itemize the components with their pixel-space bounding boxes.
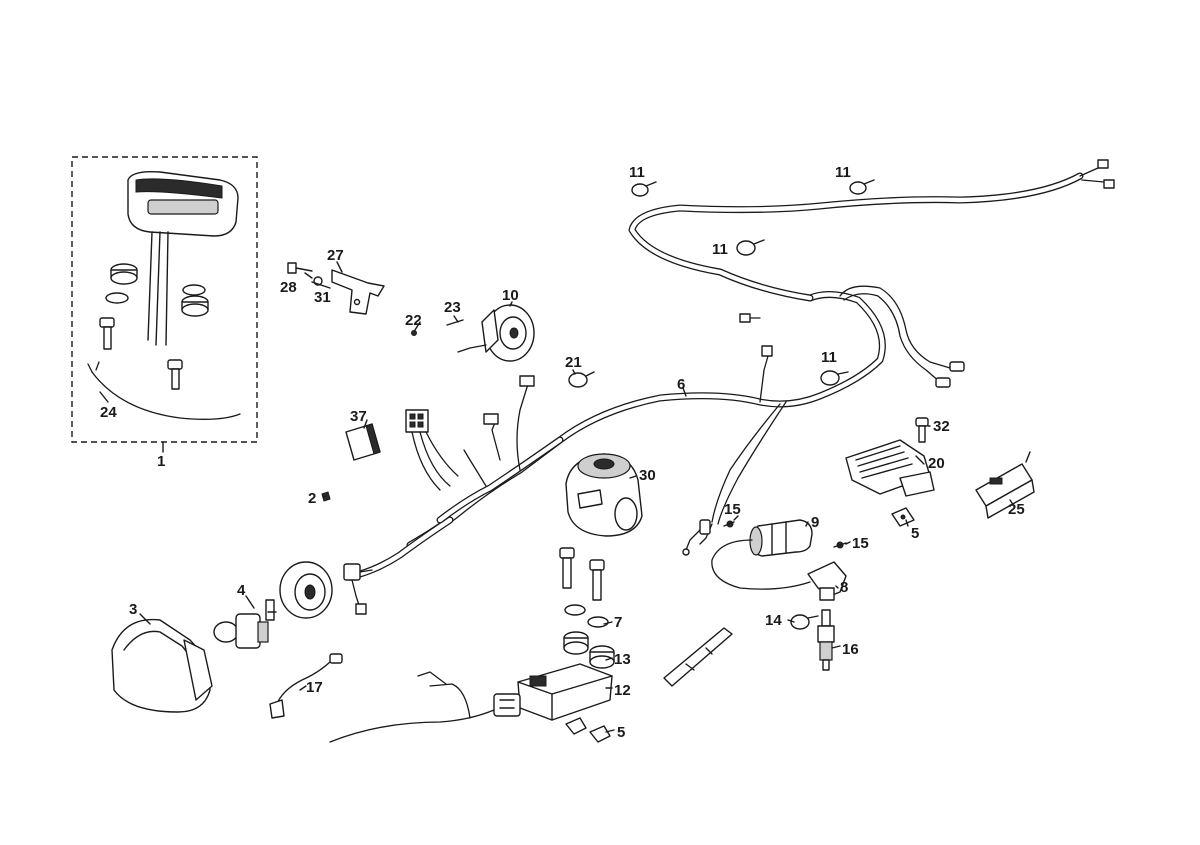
callout-11a: 11 [629,164,645,181]
callout-20: 20 [928,455,945,472]
bolt-right [167,359,183,390]
callout-15a: 15 [724,501,741,518]
module-25 [975,451,1035,519]
leader-lines [99,261,1015,733]
speedometer-part [127,170,239,346]
harness-connector-block [405,409,459,491]
callout-5b: 5 [617,724,625,741]
callout-15b: 15 [852,535,869,552]
screw-23 [446,319,464,326]
sensor-17 [269,653,343,719]
callout-12: 12 [614,682,631,699]
washer-right [182,284,206,296]
washer-7-a [564,604,586,616]
bulb-socket-ring [279,561,333,619]
relay-37 [345,423,381,461]
callout-31: 31 [314,289,331,306]
callout-labels: 1 2 3 4 5 5 6 7 8 9 10 11 11 11 11 12 13… [100,164,1025,741]
callout-6: 6 [677,376,685,393]
callout-27: 27 [327,247,344,264]
callout-9: 9 [811,514,819,531]
clip-11-a [631,181,657,197]
callout-24: 24 [100,404,117,421]
spark-plug-cap-8 [807,561,847,601]
callout-21: 21 [565,354,582,371]
clip-11-b [849,179,875,195]
bracket-27 [331,269,385,315]
cable-strap [663,627,733,687]
bolt-7-a [559,547,575,589]
callout-25: 25 [1008,501,1025,518]
grommet-13-a [563,631,589,655]
callout-22: 22 [405,312,422,329]
callout-16: 16 [842,641,859,658]
callout-11b: 11 [835,164,851,181]
bulb-4 [213,599,277,649]
horn-10 [457,304,535,362]
nut-clip-5-a [891,507,915,527]
spark-plug-16 [817,609,835,671]
callout-10: 10 [502,287,519,304]
clip-14 [790,614,819,630]
callout-1: 1 [157,453,165,470]
callout-3: 3 [129,601,137,618]
callout-37: 37 [350,408,367,425]
cdi-harness [329,709,495,743]
callout-30: 30 [639,467,656,484]
grommet-13-b [589,645,615,669]
bolt-left [99,317,115,350]
bolt-32 [915,417,929,443]
screw-15-a [723,520,735,528]
callout-23: 23 [444,299,461,316]
nut-clip-5-b [565,717,611,743]
callout-7: 7 [614,614,622,631]
callout-14: 14 [765,612,782,629]
instrument-cluster-kit [71,156,258,443]
rubber-grommet-right [181,295,209,317]
callout-28: 28 [280,279,297,296]
rivet-22 [411,330,417,336]
callout-11d: 11 [821,349,837,366]
callout-8: 8 [840,579,848,596]
handlebar-switch-30 [565,453,643,537]
kit-dashed-frame [71,156,258,443]
cable-24 [91,371,241,420]
wiring-harness-6 [356,159,1115,578]
callout-5a: 5 [911,525,919,542]
callout-4: 4 [237,582,246,599]
headlight-3 [111,618,213,713]
connector-headlight [343,563,373,615]
washer-left [105,292,129,304]
clip-11-c [736,239,765,256]
screw-15-b [833,541,847,549]
screw-28 [287,262,313,274]
bolt-7-b [589,559,605,601]
callout-32: 32 [933,418,950,435]
rubber-grommet-left [110,263,138,285]
clip-21 [568,371,595,388]
callout-2: 2 [308,490,316,507]
callout-13: 13 [614,651,631,668]
clip-11-d [820,370,849,386]
regulator-20 [845,439,935,497]
washer-7-b [587,616,609,628]
ignition-coil-9 [682,519,813,590]
callout-17: 17 [306,679,323,696]
cdi-unit-12 [493,663,613,721]
callout-11c: 11 [712,241,728,258]
